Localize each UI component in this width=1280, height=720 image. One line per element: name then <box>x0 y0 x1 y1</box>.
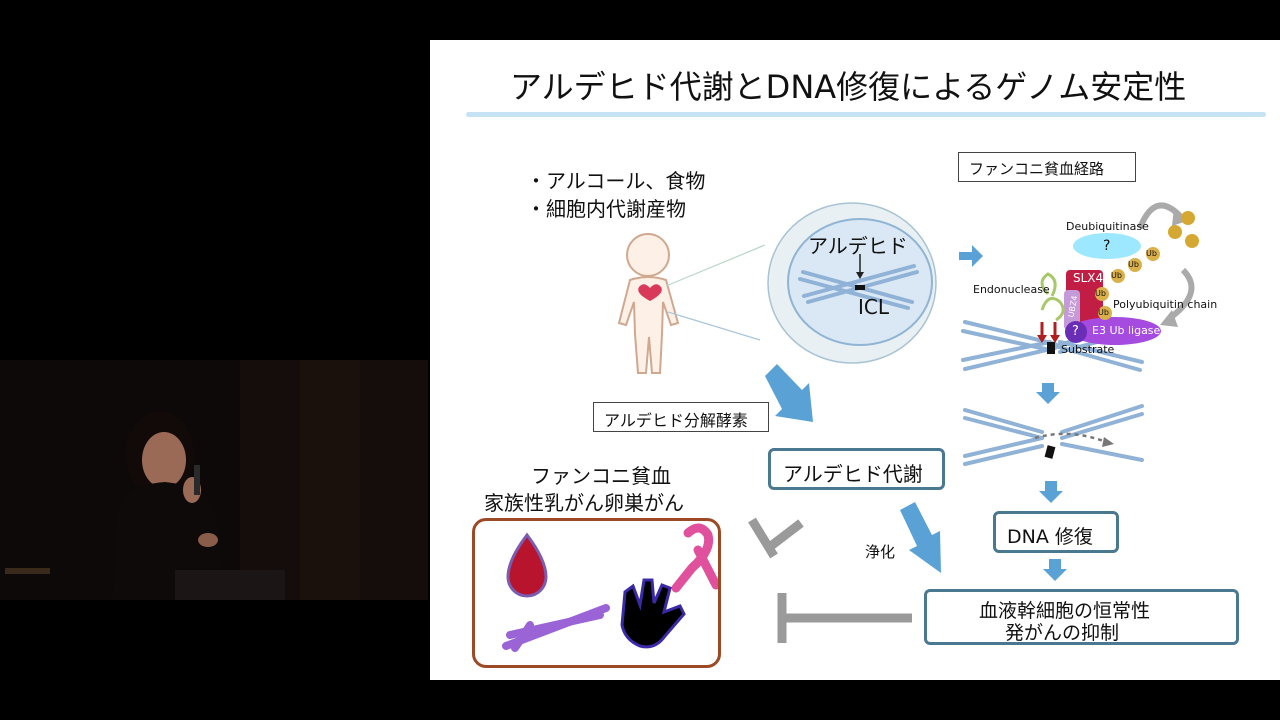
ub-chain <box>1095 247 1160 320</box>
metabolism-box: アルデヒド代謝 <box>768 448 945 490</box>
substrate-label: Substrate <box>1061 343 1115 356</box>
cycle-arrow-head-2 <box>1160 310 1178 327</box>
deubiquitinase-label: Deubiquitinase <box>1066 220 1149 233</box>
repair-path-head <box>1102 437 1114 447</box>
ub-label: Ub <box>1095 289 1106 298</box>
cut-arrow-left-head <box>1037 335 1047 343</box>
arrow-to-outcome <box>900 502 941 573</box>
metabolism-label: アルデヒド代謝 <box>783 462 923 486</box>
endonuclease-shape <box>1040 272 1065 322</box>
hand-silhouette-icon <box>620 578 686 649</box>
dna-repair-box: DNA 修復 <box>993 511 1119 553</box>
pathway-label-box: ファンコニ貧血経路 <box>958 152 1136 182</box>
disease-icons-box <box>472 518 721 668</box>
arrow-to-metabolism <box>765 364 813 422</box>
crosslink-remnant <box>1044 445 1056 459</box>
arrow-down-1 <box>1036 383 1060 404</box>
slide-title: アルデヒド代謝とDNA修復によるゲノム安定性 <box>510 68 1187 106</box>
disease-title-1: ファンコニ貧血 <box>531 464 671 488</box>
outcome-box: 血液幹細胞の恒常性 発がんの抑制 <box>924 589 1239 645</box>
inhibit-arrow-outcome <box>777 593 912 643</box>
enzyme-label: アルデヒド分解酵素 <box>604 411 748 430</box>
inhibit-arrow-metabolism <box>748 517 804 559</box>
pink-ribbon-icon <box>671 523 721 593</box>
unknown-protein <box>1065 321 1087 343</box>
enzyme-label-box: アルデヒド分解酵素 <box>593 402 769 432</box>
outcome-line1: 血液幹細胞の恒常性 <box>979 600 1151 622</box>
blood-drop-icon <box>506 532 548 598</box>
human-figure-icon <box>617 233 680 374</box>
pathway-label: ファンコニ貧血経路 <box>969 160 1105 178</box>
dna-repair-label: DNA 修復 <box>1007 526 1093 548</box>
speaker-video <box>0 360 428 600</box>
e3-unknown: ? <box>1072 324 1079 339</box>
ub-label: Ub <box>1146 249 1157 258</box>
e3-ligase-protein <box>1069 317 1161 345</box>
heart-icon <box>638 284 662 301</box>
inset-aldehyde-label: アルデヒド <box>808 234 908 258</box>
callout-line <box>665 244 766 287</box>
disease-title-2: 家族性乳がん卵巣がん <box>484 491 684 515</box>
callout-line <box>667 311 761 341</box>
icl-label: ICL <box>858 295 890 319</box>
cut-arrow-right-head <box>1050 335 1060 343</box>
crosslink-mark <box>1047 342 1055 354</box>
outcome-line2: 発がんの抑制 <box>1005 622 1120 644</box>
ub-label: Ub <box>1111 271 1122 280</box>
polyubiquitin-label: Polyubiquitin chain <box>1113 298 1218 311</box>
repair-path-dotted <box>1034 432 1107 444</box>
purify-label: 浄化 <box>865 543 896 561</box>
aldehyde-pointer-head <box>856 272 864 279</box>
arrow-down-2 <box>1039 481 1063 503</box>
source-item: ・アルコール、食物 <box>526 169 706 193</box>
arrow-to-pathway <box>959 245 983 267</box>
chromosome-icon <box>502 604 610 652</box>
presentation-slide: アルデヒド代謝とDNA修復によるゲノム安定性 ・アルコール、食物 ・細胞内代謝産… <box>430 40 1280 680</box>
ub-label: Ub <box>1128 260 1139 269</box>
e3-ligase-label: E3 Ub ligase <box>1092 324 1161 337</box>
source-item: ・細胞内代謝産物 <box>526 197 686 221</box>
arrow-down-3 <box>1043 559 1067 581</box>
polyub-cycle-arrow <box>1168 267 1195 321</box>
title-underline <box>466 112 1266 117</box>
ubz4-domain <box>1064 290 1080 330</box>
slx4-label: SLX4 <box>1073 271 1104 285</box>
icl-mark <box>855 285 865 290</box>
diagram-graphics <box>502 202 1199 652</box>
speaker-figure <box>0 360 428 600</box>
deubiquitinase-unknown: ? <box>1103 238 1111 254</box>
deubiquitinase-protein <box>1073 233 1141 259</box>
free-ub-balls <box>1168 211 1199 248</box>
ub-label: Ub <box>1098 308 1109 317</box>
endonuclease-label: Endonuclease <box>973 283 1050 296</box>
